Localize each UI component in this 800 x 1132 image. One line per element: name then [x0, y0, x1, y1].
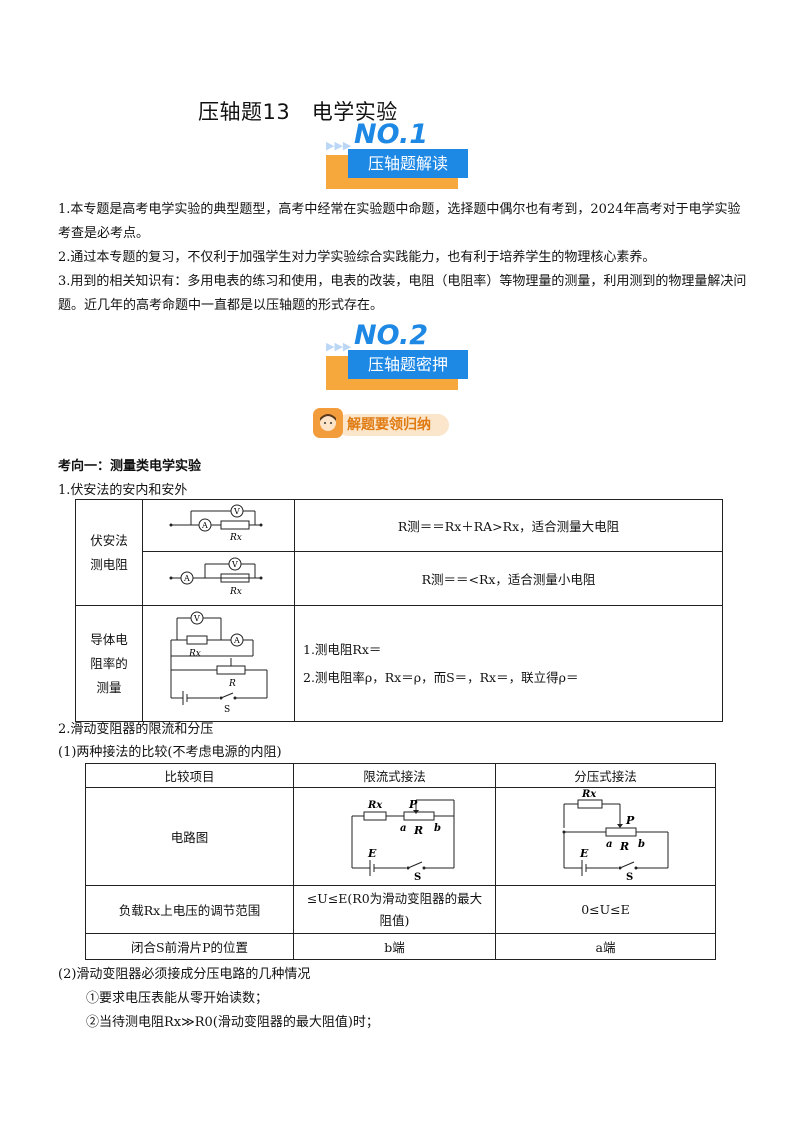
page-title: 压轴题13 电学实验 — [198, 100, 398, 124]
terminal-b-label: b — [638, 839, 645, 850]
range-divider: 0≤U≤E — [495, 885, 716, 934]
rheostat-label: R — [228, 679, 236, 689]
circuit-resistivity: V A Rx R S — [142, 605, 295, 722]
chevron-decoration-icon: ▶▶▶ — [326, 139, 352, 152]
emf-label: E — [367, 847, 377, 860]
circuit-diagram-limiting: Rx P a R b E S — [351, 798, 455, 883]
slider-label: P — [408, 798, 418, 811]
row-circuit-label: 电路图 — [85, 787, 294, 886]
subheading-2-1: (1)两种接法的比较(不考虑电源的内阻) — [58, 745, 282, 760]
section-heading: 考向一：测量类电学实验 — [58, 459, 202, 474]
intro-paragraph-3: 3.用到的相关知识有：多用电表的练习和使用，电表的改装，电阻（电阻率）等物理量的… — [58, 274, 747, 313]
rx-label: Rx — [367, 800, 383, 811]
student-avatar-icon — [313, 408, 343, 438]
circuit-ammeter-internal: A V Rx — [142, 499, 295, 552]
intro-paragraph-1: 1.本专题是高考电学实验的典型题型，高考中经常在实验题中命题，选择题中偶尔也有考… — [58, 202, 741, 241]
terminal-b-label: b — [434, 823, 441, 834]
slider-pos-limiting: b端 — [293, 933, 496, 960]
banner-number: NO.1 — [354, 119, 428, 150]
subheading-2: 2.滑动变阻器的限流和分压 — [58, 722, 214, 737]
slider-pos-divider: a端 — [495, 933, 716, 960]
resistivity-formulas: 1.测电阻Rx＝ 2.测电阻率ρ，Rx＝ρ，而S＝，Rx＝，联立得ρ＝ — [294, 605, 723, 722]
rheostat-comparison-table: 比较项目 限流式接法 分压式接法 电路图 Rx — [85, 763, 716, 960]
banner-label: 压轴题解读 — [348, 149, 468, 178]
chevron-decoration-icon: ▶▶▶ — [326, 340, 352, 353]
circuit-ammeter-external: A V Rx — [142, 551, 295, 606]
switch-label: S — [414, 872, 421, 882]
rx-label: Rx — [229, 533, 242, 543]
rx-label: Rx — [229, 587, 242, 597]
row-label-resistivity: 导体电阻率的测量 — [75, 605, 143, 722]
rx-label: Rx — [581, 789, 597, 800]
row-range-label: 负载Rx上电压的调节范围 — [85, 885, 294, 934]
banner-label: 压轴题密押 — [348, 350, 468, 379]
switch-label: S — [224, 705, 230, 715]
condition-1: ①要求电压表能从零开始读数； — [86, 991, 269, 1006]
slider-label: P — [625, 814, 635, 827]
header-limiting: 限流式接法 — [293, 763, 496, 788]
condition-2: ②当待测电阻Rx≫R0(滑动变阻器的最大阻值)时； — [86, 1015, 379, 1030]
formula-internal: R测＝＝Rx＋RA>Rx，适合测量大电阻 — [294, 499, 723, 552]
row-label-text: 伏安法测电阻 — [90, 532, 128, 572]
ammeter-label: A — [183, 574, 190, 583]
rheostat-label: R — [619, 840, 629, 853]
switch-label: S — [626, 872, 633, 882]
voltmeter-label: V — [193, 614, 200, 623]
range-limiting: ≤U≤E(R0为滑动变阻器的最大阻值) — [293, 885, 496, 934]
resistivity-line-1: 1.测电阻Rx＝ — [303, 641, 382, 657]
resistivity-line-2: 2.测电阻率ρ，Rx＝ρ，而S＝，Rx＝，联立得ρ＝ — [303, 669, 579, 685]
header-item: 比较项目 — [85, 763, 294, 788]
header-divider: 分压式接法 — [495, 763, 716, 788]
row-label-voltammetry: 伏安法测电阻 — [75, 499, 143, 606]
ammeter-label: A — [201, 521, 208, 530]
circuit-diagram-resistivity: V A Rx R S — [170, 611, 268, 715]
banner-section-2: ▶▶▶ NO.2 压轴题密押 — [326, 320, 476, 390]
rheostat-label: R — [413, 824, 423, 837]
subheading-2-2: (2)滑动变阻器必须接成分压电路的几种情况 — [58, 967, 311, 982]
emf-label: E — [579, 847, 589, 860]
circuit-divider: Rx P a R b E S — [495, 787, 716, 886]
student-face-icon — [320, 414, 336, 431]
voltammetry-table: 伏安法测电阻 A V Rx R测＝＝Rx＋RA>Rx，适合测量大电阻 — [75, 499, 723, 722]
voltmeter-label: V — [233, 507, 240, 516]
banner-number: NO.2 — [354, 320, 428, 351]
row-slider-label: 闭合S前滑片P的位置 — [85, 933, 294, 960]
tips-tag-label: 解题要领归纳 — [337, 414, 449, 436]
voltmeter-label: V — [231, 560, 238, 569]
formula-external: R测＝＝<Rx，适合测量小电阻 — [294, 551, 723, 606]
terminal-a-label: a — [400, 823, 406, 834]
subheading-1: 1.伏安法的安内和安外 — [58, 483, 188, 498]
intro-paragraph-2: 2.通过本专题的复习，不仅利于加强学生对力学实验综合实践能力，也有利于培养学生的… — [58, 250, 656, 265]
rx-label: Rx — [188, 649, 201, 659]
ammeter-label: A — [233, 636, 240, 645]
tips-tag: 解题要领归纳 — [313, 408, 453, 438]
banner-section-1: ▶▶▶ NO.1 压轴题解读 — [326, 119, 476, 189]
circuit-diagram-internal: A V Rx — [169, 504, 263, 543]
circuit-limiting: Rx P a R b E S — [293, 787, 496, 886]
circuit-diagram-external: A V Rx — [169, 557, 263, 597]
row-label-text: 导体电阻率的测量 — [90, 631, 128, 695]
terminal-a-label: a — [606, 839, 612, 850]
circuit-diagram-divider: Rx P a R b E S — [562, 789, 669, 883]
